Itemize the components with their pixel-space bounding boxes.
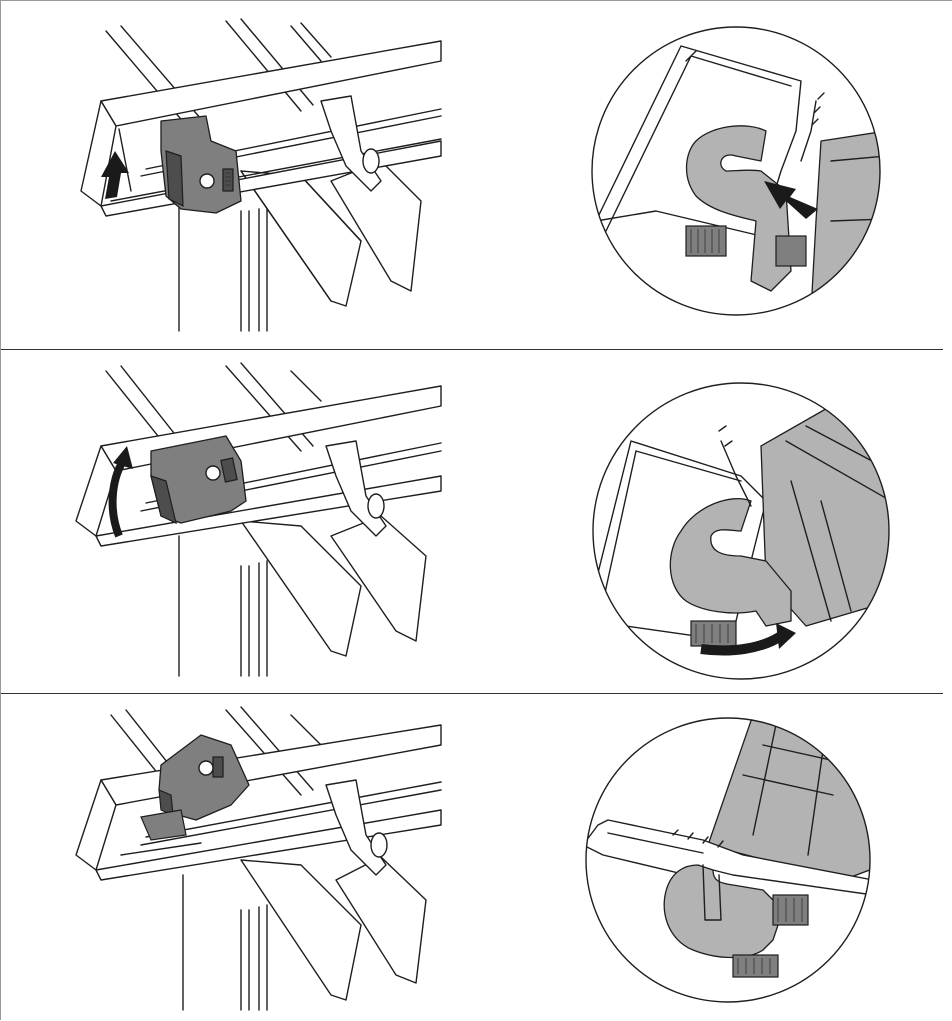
step-2-overview <box>75 362 442 677</box>
step-1 <box>1 1 952 349</box>
curved-arrow-icon <box>776 623 796 649</box>
step-divider <box>1 693 943 694</box>
step-3-overview <box>75 706 442 1011</box>
arrow-diagonal-icon <box>764 181 818 219</box>
step-divider <box>1 349 943 350</box>
step-3-detail <box>585 717 871 1003</box>
curved-arrow-icon <box>113 446 133 469</box>
step-2-detail <box>592 382 890 680</box>
step-3 <box>1 695 952 1021</box>
step-2 <box>1 351 952 693</box>
arrow-up-icon <box>101 151 129 199</box>
step-1-overview <box>80 18 442 332</box>
step-1-detail <box>591 26 881 316</box>
